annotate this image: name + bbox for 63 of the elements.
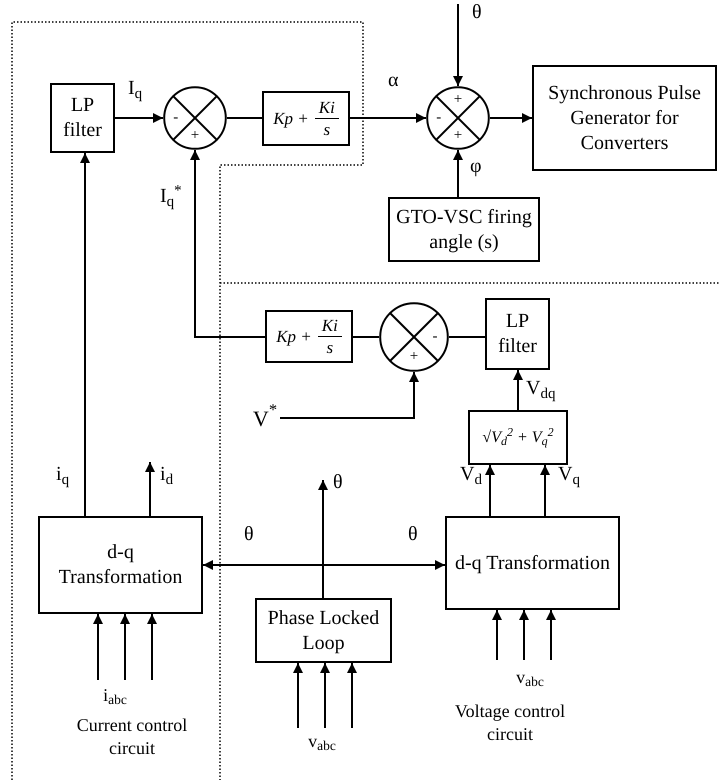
- summing-junction: [426, 86, 490, 150]
- edge-label: θ: [244, 524, 254, 544]
- edge-label: α: [388, 70, 398, 90]
- arrow: [492, 610, 502, 660]
- arrow: [513, 370, 523, 410]
- edge-label: φ: [470, 156, 482, 176]
- connector-line: [449, 336, 485, 338]
- connector-line: [227, 117, 262, 119]
- arrow: [490, 113, 532, 123]
- arrow: [453, 150, 463, 197]
- transfer-function-box: [265, 310, 353, 363]
- arrow: [80, 153, 90, 516]
- summing-junction: [163, 86, 227, 150]
- caption-text: Current control circuit: [76, 714, 188, 759]
- edge-label: θ: [333, 472, 343, 492]
- edge-label: V$_{d}$: [460, 464, 482, 484]
- signal-label: v$_{abc}$: [307, 730, 337, 752]
- block-box: [50, 83, 115, 153]
- caption-text: Voltage control circuit: [454, 700, 566, 745]
- block-box: [255, 598, 392, 663]
- edge-label: θ: [408, 524, 418, 544]
- arrow: [320, 663, 330, 728]
- block-box: [445, 516, 620, 610]
- block-box: [468, 410, 568, 465]
- connector-line: [353, 336, 379, 338]
- signal-label: v$_{abc}$: [515, 666, 545, 688]
- arrow: [546, 610, 556, 660]
- arrow: [453, 4, 463, 86]
- summing-junction: [379, 302, 449, 372]
- arrow: [280, 372, 419, 419]
- arrow: [350, 113, 426, 123]
- block-label: Synchronous Pulse Generator for Converters: [547, 80, 702, 156]
- fraction: Ki s: [314, 96, 339, 140]
- arrow: [540, 465, 550, 516]
- block-label: GTO-VSC firing angle (s): [395, 204, 533, 254]
- block-label: LP filter: [62, 93, 103, 143]
- arrow: [318, 480, 328, 598]
- edge-label: θ: [472, 2, 482, 22]
- transfer-function-box: [262, 91, 350, 146]
- arrow: [485, 465, 495, 516]
- block-label: Phase Locked Loop: [266, 606, 380, 656]
- arrow: [519, 610, 529, 660]
- signal-label: V$^{*}$: [250, 403, 280, 433]
- signal-label: i$_{abc}$: [102, 684, 128, 706]
- arrow: [147, 614, 157, 680]
- block-label: d-q Transformation: [58, 540, 184, 590]
- arrow: [347, 663, 357, 728]
- arrow: [145, 462, 155, 516]
- block-label: LP filter: [497, 309, 538, 359]
- arrow: [120, 614, 130, 680]
- block-label: d-q Transformation: [455, 550, 610, 576]
- arrow: [190, 150, 265, 338]
- arrow: [93, 614, 103, 680]
- formula-text: Kp +: [273, 108, 309, 130]
- block-box: [38, 516, 203, 614]
- edge-label: i$_{d}$: [160, 464, 174, 484]
- block-box: [532, 65, 717, 171]
- block-box: [388, 197, 540, 262]
- block-box: [485, 298, 550, 370]
- arrow: [115, 113, 163, 123]
- arrow: [293, 663, 303, 728]
- formula-text: Kp +: [276, 326, 312, 348]
- fraction: Ki s: [318, 314, 342, 358]
